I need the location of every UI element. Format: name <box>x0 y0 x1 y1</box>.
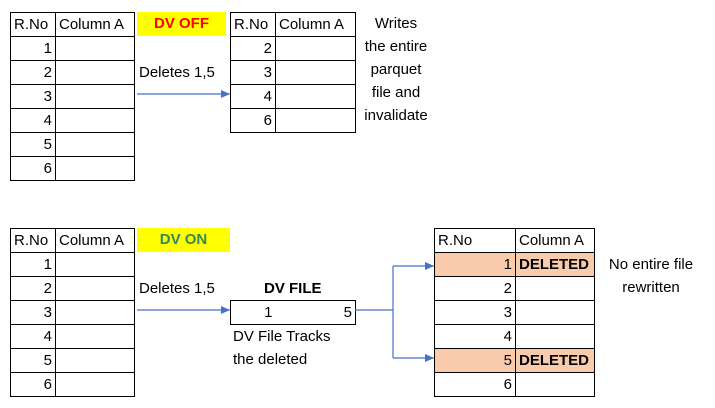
row-value <box>55 84 135 109</box>
row-number: 5 <box>434 348 516 373</box>
table-row: 4 <box>10 108 135 133</box>
row-number: 3 <box>10 300 56 325</box>
top-delete-action-label: Deletes 1,5 <box>139 64 215 81</box>
deleted-marker: DELETED <box>515 252 595 277</box>
row-value <box>275 60 356 85</box>
row-value <box>55 156 135 181</box>
note-line: Writes <box>374 15 418 32</box>
table-header-row: R.No Column A <box>434 228 595 253</box>
header-rno: R.No <box>230 12 276 37</box>
table-row: 3 <box>10 300 135 325</box>
bottom-source-table: R.No Column A 1 2 3 4 5 6 <box>10 228 135 397</box>
table-row: 4 <box>434 324 595 349</box>
dv-file-box: 1 5 <box>230 300 356 325</box>
row-value <box>515 324 595 349</box>
table-row: 3 <box>10 84 135 109</box>
note-line: the entire <box>364 38 428 55</box>
note-line: No entire file <box>608 256 694 273</box>
top-source-table: R.No Column A 1 2 3 4 5 6 <box>10 12 135 181</box>
row-number: 5 <box>10 132 56 157</box>
table-row: 5 <box>10 132 135 157</box>
header-column-a: Column A <box>55 228 135 253</box>
deleted-marker: DELETED <box>515 348 595 373</box>
row-value <box>515 372 595 397</box>
header-column-a: Column A <box>275 12 356 37</box>
row-value <box>55 108 135 133</box>
row-value <box>275 108 356 133</box>
row-value <box>55 372 135 397</box>
table-row: 6 <box>10 156 135 181</box>
header-column-a: Column A <box>515 228 595 253</box>
table-row: 3 <box>230 60 356 85</box>
table-row: 5 DELETED <box>434 348 595 373</box>
row-value <box>55 276 135 301</box>
row-number: 3 <box>230 60 276 85</box>
dv-on-badge: DV ON <box>137 228 230 252</box>
header-column-a: Column A <box>55 12 135 37</box>
table-row: 6 <box>230 108 356 133</box>
row-number: 4 <box>10 108 56 133</box>
bottom-note: No entire file rewritten <box>596 253 706 299</box>
table-row: 1 <box>10 252 135 277</box>
note-line: invalidate <box>364 107 428 124</box>
table-header-row: R.No Column A <box>10 228 135 253</box>
dv-off-badge: DV OFF <box>137 12 226 36</box>
row-number: 2 <box>230 36 276 61</box>
header-rno: R.No <box>10 12 56 37</box>
row-value <box>515 276 595 301</box>
table-row: 6 <box>10 372 135 397</box>
note-line: rewritten <box>622 279 680 296</box>
table-header-row: R.No Column A <box>230 12 356 37</box>
row-number: 1 <box>434 252 516 277</box>
note-line: file and <box>371 84 421 101</box>
dv-file-value-1: 1 <box>230 300 276 325</box>
table-row: 2 <box>434 276 595 301</box>
dv-file-caption-line: DV File Tracks <box>233 328 331 345</box>
row-number: 2 <box>10 276 56 301</box>
bottom-delete-action-label: Deletes 1,5 <box>139 280 215 297</box>
top-note: Writes the entire parquet file and inval… <box>356 12 436 127</box>
table-row: 1 DELETED <box>434 252 595 277</box>
table-header-row: R.No Column A <box>10 12 135 37</box>
dv-file-title: DV FILE <box>264 280 322 297</box>
row-value <box>515 300 595 325</box>
dv-file-connector <box>355 266 394 358</box>
dv-file-value-5: 5 <box>275 300 356 325</box>
row-value <box>55 300 135 325</box>
bottom-result-table: R.No Column A 1 DELETED 2 3 4 5 DELETED … <box>434 228 595 397</box>
dv-file-row: 1 5 <box>230 300 356 325</box>
table-row: 2 <box>10 276 135 301</box>
note-line: parquet <box>370 61 422 78</box>
dv-file-caption-line: the deleted <box>233 351 308 368</box>
row-number: 1 <box>10 252 56 277</box>
row-number: 6 <box>10 156 56 181</box>
row-value <box>275 84 356 109</box>
table-row: 6 <box>434 372 595 397</box>
top-result-table: R.No Column A 2 3 4 6 <box>230 12 356 133</box>
